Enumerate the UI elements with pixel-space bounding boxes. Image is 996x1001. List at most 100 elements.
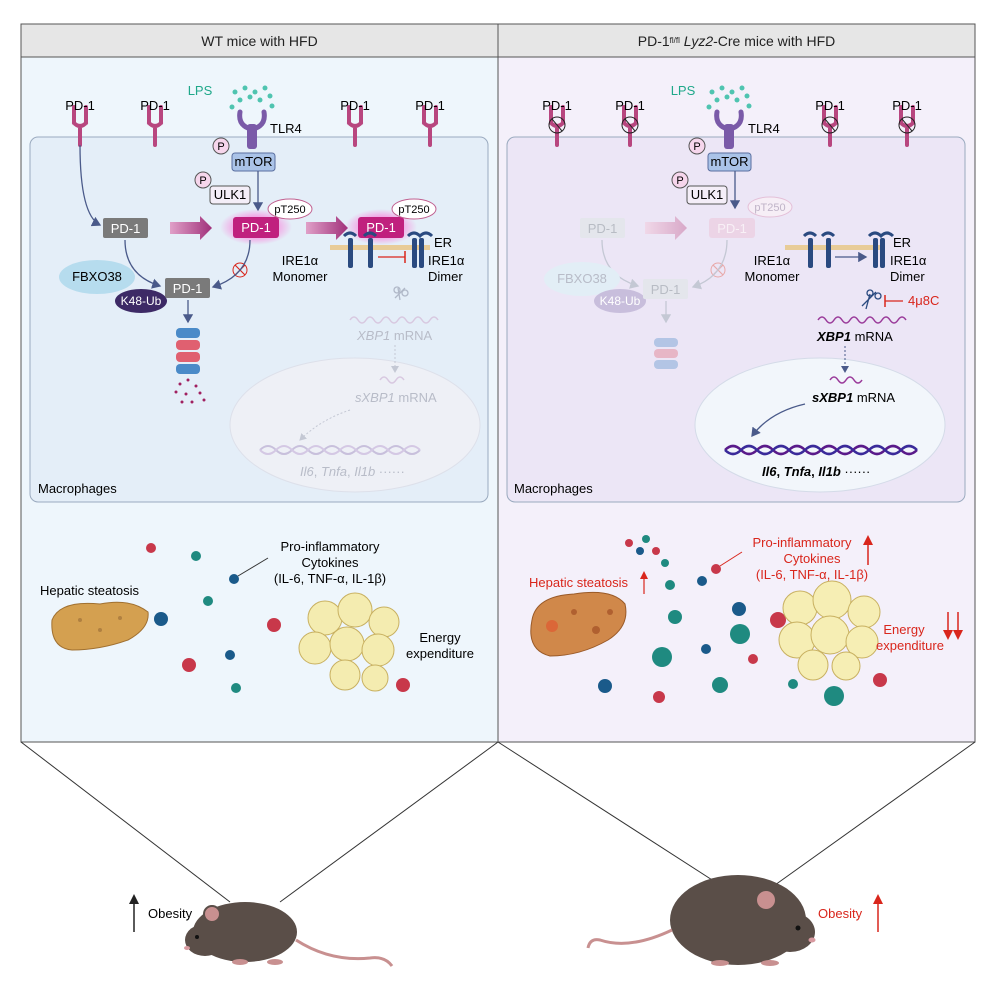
right-title-rest: -Cre mice with HFD [713,32,836,49]
pd1-box [103,218,148,238]
cytokine-list-label: (IL-6, TNF-α, IL-1β) [756,567,868,582]
phospho-label: P [217,141,224,153]
pd1-knockout-receptor-icon [821,105,839,147]
dimer-label: Dimer [428,269,463,284]
pd1-label: PD-1 [140,98,170,113]
expenditure-label: expenditure [406,646,474,661]
adipocytes-icon [778,580,881,681]
pd1-box-label: PD-1 [173,281,203,296]
pd1-box-label: PD-1 [588,221,618,236]
sxbp1-mrna-label: sXBP1 mRNA [812,390,895,405]
callout-line [237,557,269,577]
pt250-badge [267,198,313,220]
pd1-label: PD-1 [542,98,572,113]
pd1-label: PD-1 [615,98,645,113]
ire1-monomer-icon [342,231,378,268]
obesity-label-right: Obesity [818,906,863,921]
arrow [691,239,728,290]
phospho-label: P [199,175,206,187]
up-arrow-icon [873,894,883,932]
left-header [20,23,499,58]
proteasome-faded-icon [654,338,678,369]
ire1a-label: IRE1α [428,253,465,268]
phospho-label: P [676,175,683,187]
ulk1-label: ULK1 [214,187,247,202]
left-title-text: WT mice with HFD [201,32,318,49]
gene-list-label: Il6, Tnfa, Il1b ······ [762,464,870,479]
big-arrow-faded-icon [645,216,687,240]
peptide-fragments-icon [174,378,206,404]
ulk1-label: ULK1 [691,187,724,202]
arrow [299,409,351,441]
big-arrow-icon [306,216,348,240]
pt250-label: pT250 [398,204,429,216]
scissors-icon [393,286,409,301]
cytokine-particles [146,543,410,693]
ire1-dimer-icon [867,231,895,268]
fbxo38-blob [59,260,135,294]
connector-line [497,741,721,886]
dna-icon [724,444,918,456]
nucleus-right [694,357,946,493]
pro-inflammatory-label: Pro-inflammatory [281,539,380,554]
xbp1-mrna-label: XBP1 mRNA [816,329,893,344]
ire1a-label: IRE1α [754,253,791,268]
cytokines-label: Cytokines [783,551,841,566]
pd1-label: PD-1 [65,98,95,113]
cytokine-list-label: (IL-6, TNF-α, IL-1β) [274,571,386,586]
k48ub-faded-blob [594,289,646,313]
proteasome-icon [176,328,200,374]
energy-label: Energy [419,630,461,645]
fbxo38-faded-blob [544,262,620,296]
right-title-gene: Lyz2 [683,32,714,49]
ire1-monomer-icon [802,231,836,268]
expenditure-label: expenditure [876,638,944,653]
tlr4-receptor-icon [237,109,267,149]
macrophages-label: Macrophages [38,481,117,496]
pd1-knockout-receptor-icon [898,105,916,147]
block-icon [710,262,726,278]
left-panel-title: WT mice with HFD [21,24,498,57]
right-title-pd1: PD-1 [637,32,670,49]
cytokine-particles [598,535,887,706]
fbxo38-label: FBXO38 [557,271,607,286]
pd1-receptor-icon [147,105,163,147]
ulk1-box [209,185,251,205]
energy-label: Energy [883,622,925,637]
sxbp1-mrna-label: sXBP1 mRNA [355,390,437,405]
pt250-badge [391,198,437,220]
arrow [751,403,806,438]
liver-icon [530,591,627,657]
pd1-receptor-icon [72,105,88,147]
er-label: ER [434,235,452,250]
phospho-badge [212,137,230,155]
mrna-icon [817,316,907,324]
pd1-faded-box [580,218,625,238]
ire1a-label: IRE1α [282,253,319,268]
mrna-icon [349,316,439,324]
pd1-box-label: PD-1 [717,221,747,236]
macrophages-label: Macrophages [514,481,593,496]
pd1-box [165,278,210,298]
pd1-box-label: PD-1 [366,220,396,235]
xbp1-mrna-label: XBP1 mRNA [356,328,432,343]
double-down-arrow-icon [943,612,963,640]
mtor-label: mTOR [234,154,272,169]
k48ub-blob [115,289,167,313]
fbxo38-label: FBXO38 [72,269,122,284]
pd1-box-label: PD-1 [241,220,271,235]
lps-label: LPS [671,83,696,98]
pd1-receptor-icon [422,105,438,147]
lps-label: LPS [188,83,213,98]
pro-inflammatory-label: Pro-inflammatory [753,535,852,550]
monomer-label: Monomer [273,269,329,284]
pd1-phospho-box [233,217,279,238]
mtor-label: mTOR [710,154,748,169]
pd1-box-label: PD-1 [651,282,681,297]
mtor-box [231,152,276,172]
pd1-receptor-icon [347,105,363,147]
connector-line [20,741,231,903]
arrow [211,239,251,290]
phospho-label: P [693,141,700,153]
